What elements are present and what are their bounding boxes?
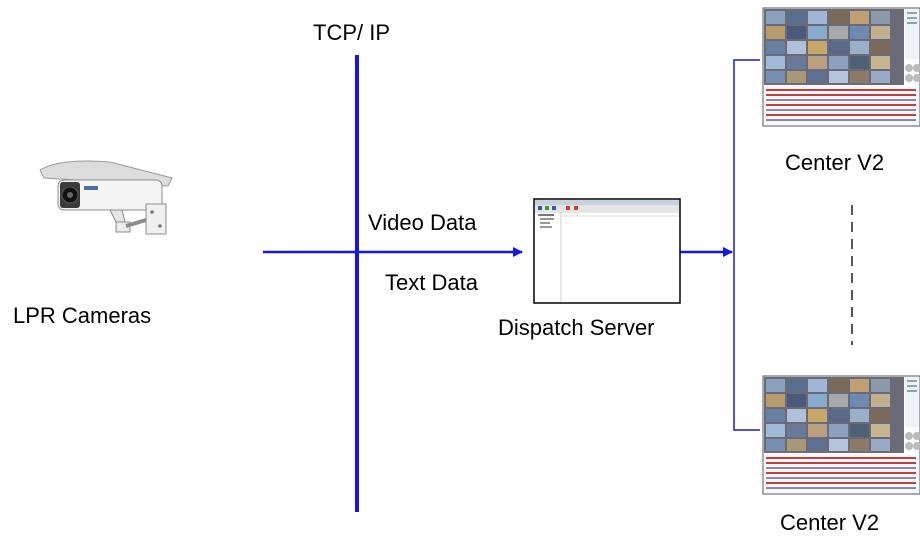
dispatch-server-window-icon [533, 198, 681, 304]
center-v2-screen-icon [762, 375, 920, 495]
center-branch-connector [733, 59, 760, 431]
video-data-label: Video Data [368, 210, 477, 235]
dispatch-server-label: Dispatch Server [498, 315, 655, 340]
lpr-camera-icon [39, 160, 173, 235]
center-v2-screen-icon [762, 7, 920, 127]
lpr-cameras-label: LPR Cameras [13, 303, 152, 328]
center-v2-label-bottom: Center V2 [780, 510, 880, 535]
center-v2-label-top: Center V2 [785, 150, 885, 175]
tcp-ip-label: TCP/ IP [313, 20, 391, 45]
text-data-label: Text Data [385, 270, 478, 295]
